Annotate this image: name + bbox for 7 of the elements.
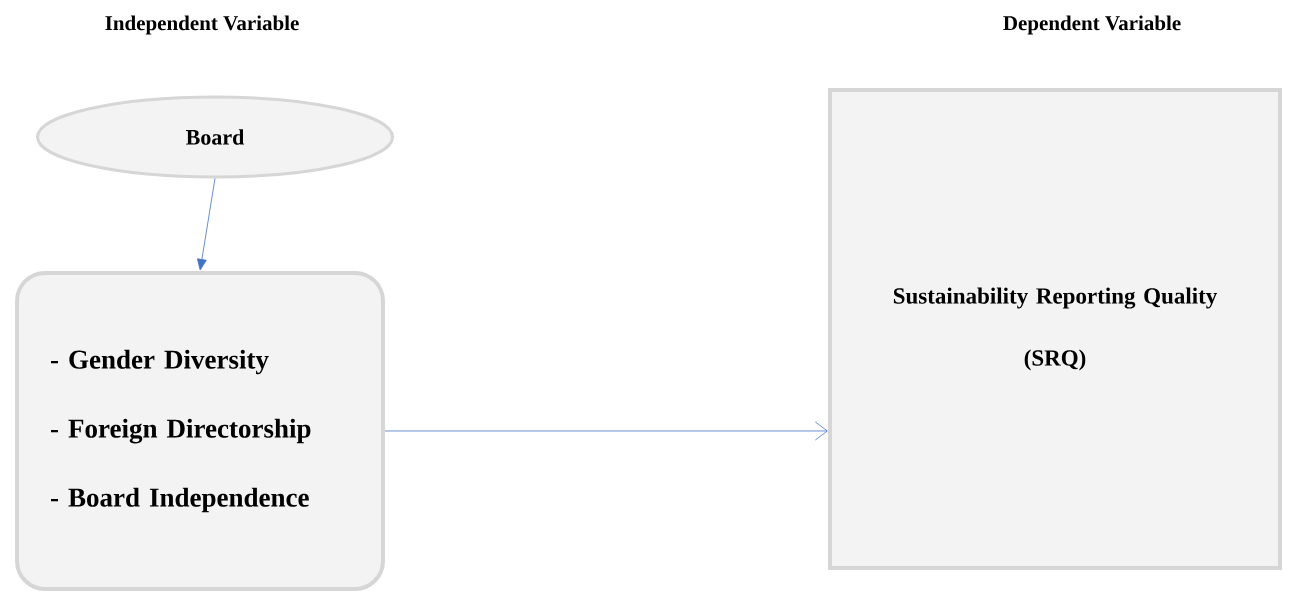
arrow [197,178,216,271]
rounded-box: - Gender Diversity - Foreign Directorship - Board Independence [15,271,385,591]
heading: Independent Variable [105,15,299,35]
arrow [384,421,828,441]
square-box: Sustainability Reporting Quality (SRQ) [828,88,1282,570]
oval-box: Board [36,95,394,179]
heading: Dependent Variable [1003,15,1181,35]
